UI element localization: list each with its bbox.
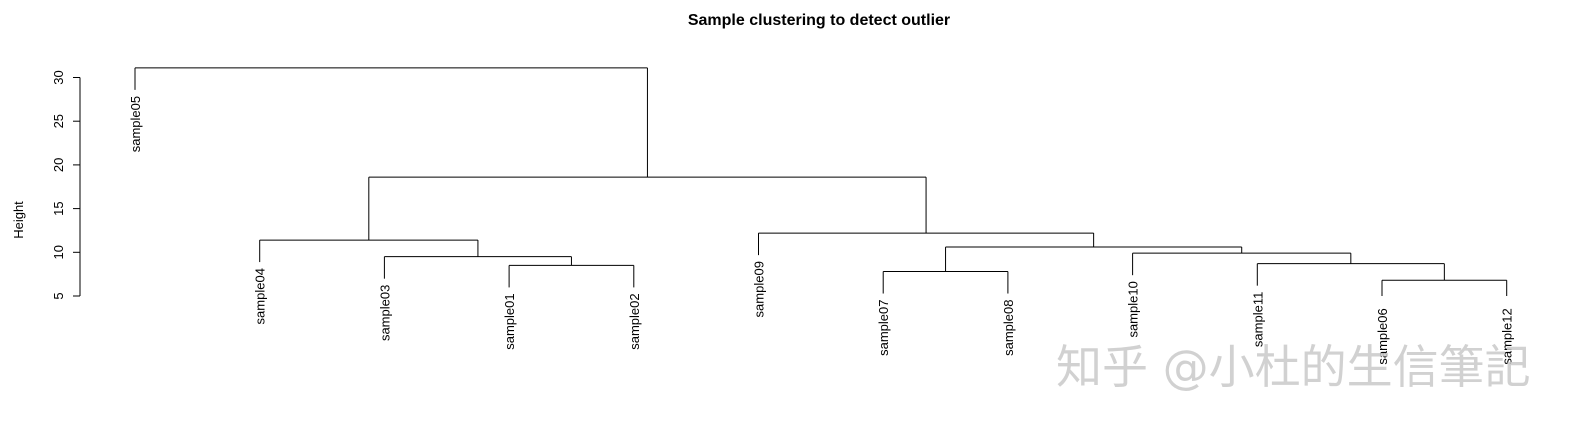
chart-title: Sample clustering to detect outlier [688, 12, 950, 29]
leaf-label: sample04 [253, 268, 268, 324]
leaf-label: sample12 [1500, 308, 1515, 364]
dendrogram-branches [134, 67, 1508, 296]
leaf-label: sample01 [502, 293, 517, 349]
y-tick-label: 10 [51, 245, 66, 259]
leaf-label: sample06 [1375, 308, 1390, 364]
leaf-label: sample05 [128, 96, 143, 152]
leaf-label: sample09 [752, 261, 767, 317]
y-tick-label: 5 [51, 292, 66, 299]
y-tick-label: 15 [51, 201, 66, 215]
leaf-label: sample08 [1001, 300, 1016, 356]
y-tick-label: 30 [51, 70, 66, 84]
leaf-label: sample11 [1250, 292, 1265, 347]
y-tick-label: 25 [51, 114, 66, 128]
leaf-label: sample03 [377, 285, 392, 341]
leaf-label: sample10 [1126, 281, 1141, 337]
leaf-label: sample02 [627, 293, 642, 349]
watermark: 知乎 @小杜的生信筆記 [1056, 340, 1531, 394]
y-axis-label: Height [11, 201, 26, 239]
y-axis: 5 10 15 20 25 30 [51, 70, 81, 300]
leaf-label: sample07 [876, 300, 891, 356]
y-tick-label: 20 [51, 158, 66, 172]
leaf-labels: sample05 sample04 sample03 sample01 sample02… [128, 96, 1515, 365]
